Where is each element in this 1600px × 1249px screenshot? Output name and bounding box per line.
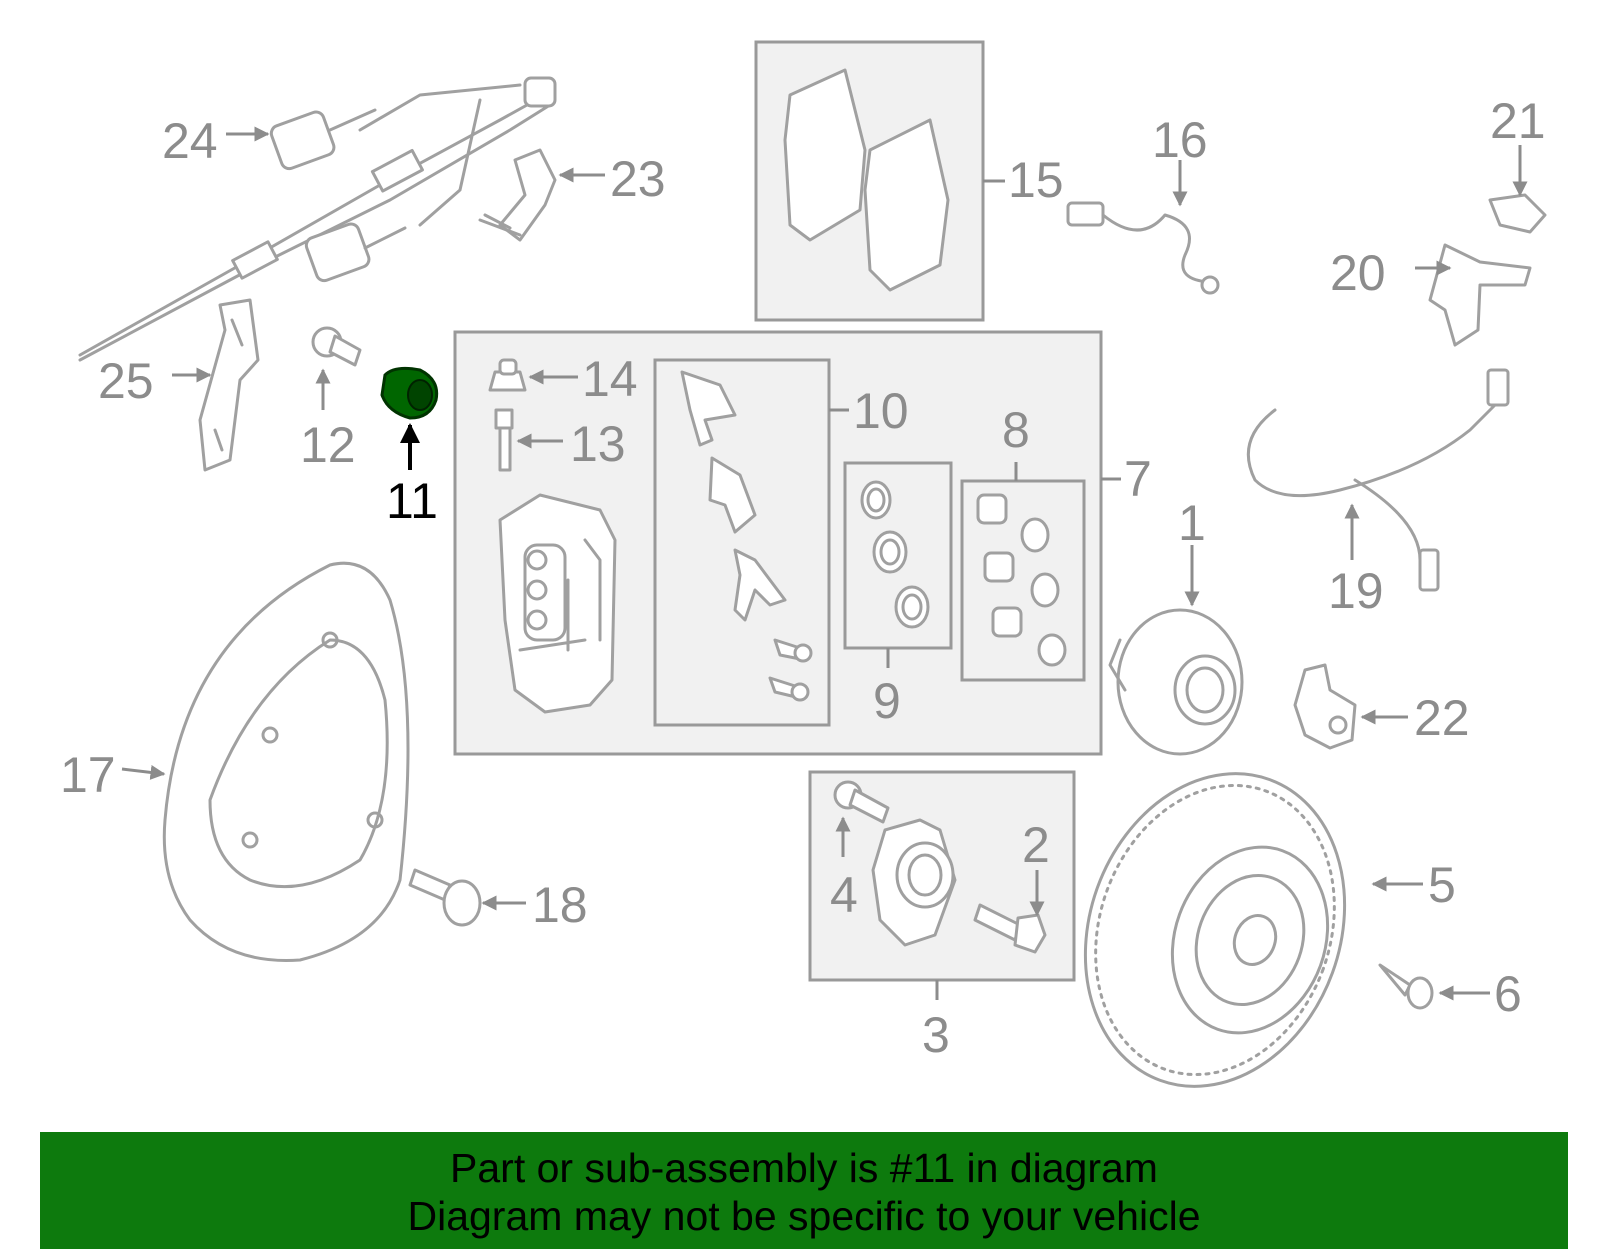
callout-19: 19 bbox=[1328, 563, 1384, 619]
callout-17: 17 bbox=[60, 747, 116, 803]
callout-10: 10 bbox=[853, 383, 909, 439]
wiring-harness-part bbox=[78, 76, 557, 362]
brake-rotor-part bbox=[1083, 772, 1347, 1088]
callout-12: 12 bbox=[300, 417, 356, 473]
bracket-part bbox=[198, 298, 260, 472]
abs-sensor-bracket-part bbox=[1293, 663, 1357, 750]
hub-bolt-2-part bbox=[973, 903, 1047, 954]
callout-7: 7 bbox=[1124, 451, 1152, 507]
callout-14: 14 bbox=[582, 351, 638, 407]
callout-15: 15 bbox=[1008, 152, 1064, 208]
banner-line-1: Part or sub-assembly is #11 in diagram bbox=[450, 1145, 1158, 1191]
hardware-kit-box bbox=[653, 358, 831, 727]
pad-spring-clips-part bbox=[680, 370, 813, 702]
bleeder-cap-part bbox=[488, 358, 527, 392]
rotor-screw-part bbox=[1378, 963, 1434, 1010]
callout-1: 1 bbox=[1178, 495, 1206, 551]
shield-bolt-part bbox=[408, 868, 482, 927]
callout-18: 18 bbox=[532, 877, 588, 933]
banner-line-2: Diagram may not be specific to your vehi… bbox=[407, 1193, 1201, 1239]
brake-assembly-diagram: 24 23 25 12 11 14 13 15 10 8 7 9 16 21 2… bbox=[60, 40, 1547, 1088]
callout-21: 21 bbox=[1490, 93, 1546, 149]
bolt-part bbox=[311, 326, 362, 367]
callout-9: 9 bbox=[873, 673, 901, 729]
wear-sensor-part bbox=[478, 148, 557, 242]
pistons-and-seals-part bbox=[976, 493, 1067, 667]
piston-seals-part bbox=[860, 480, 930, 629]
wheel-hub-part bbox=[1108, 608, 1244, 756]
bushing-part-highlighted bbox=[380, 366, 439, 420]
callout-8: 8 bbox=[1002, 402, 1030, 458]
bleeder-screw-part bbox=[494, 408, 514, 472]
brake-pads-part bbox=[783, 68, 950, 292]
callout-13: 13 bbox=[570, 416, 626, 472]
callout-5: 5 bbox=[1428, 857, 1456, 913]
callout-24: 24 bbox=[162, 113, 218, 169]
callout-4: 4 bbox=[830, 867, 858, 923]
callout-16: 16 bbox=[1152, 112, 1208, 168]
brake-hose-part bbox=[1246, 368, 1510, 592]
caliper-part bbox=[498, 493, 617, 714]
callout-2: 2 bbox=[1022, 817, 1050, 873]
callout-22: 22 bbox=[1414, 690, 1470, 746]
hose-bracket-part bbox=[1428, 243, 1532, 347]
callout-20: 20 bbox=[1330, 245, 1386, 301]
callout-11: 11 bbox=[386, 473, 438, 529]
hub-bolt-4-part bbox=[833, 780, 890, 824]
callout-3: 3 bbox=[922, 1007, 950, 1063]
callout-6: 6 bbox=[1494, 966, 1522, 1022]
splash-shield-part bbox=[162, 561, 410, 962]
abs-sensor-part bbox=[1066, 201, 1220, 295]
callout-25: 25 bbox=[98, 353, 154, 409]
hose-clip-part bbox=[1488, 193, 1547, 234]
info-banner: Part or sub-assembly is #11 in diagram D… bbox=[40, 1132, 1568, 1249]
hub-bearing-part bbox=[871, 818, 957, 947]
callout-23: 23 bbox=[610, 151, 666, 207]
